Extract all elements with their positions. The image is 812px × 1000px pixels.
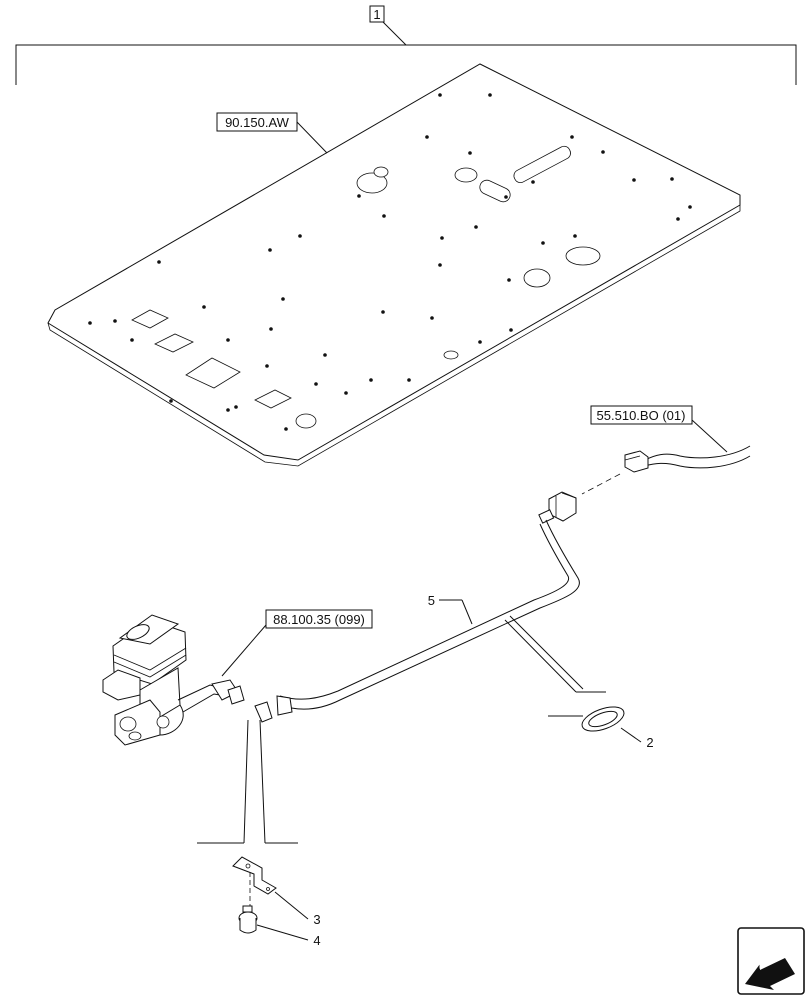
bracket: 3 bbox=[232, 856, 321, 927]
harness-ref-callout: 55.510.BO (01) bbox=[581, 405, 751, 495]
valve-ref-label: 88.100.35 (099) bbox=[273, 612, 365, 627]
item-4-label: 4 bbox=[313, 933, 320, 948]
floor-plate-ref-label: 90.150.AW bbox=[225, 115, 290, 130]
valve-ref-callout: 88.100.35 (099) bbox=[221, 609, 373, 677]
item-3-label: 3 bbox=[313, 912, 320, 927]
plate-holes bbox=[88, 93, 692, 431]
wiring-harness: 5 bbox=[276, 491, 606, 717]
screw: 4 bbox=[238, 905, 321, 948]
item-2-label: 2 bbox=[646, 735, 653, 750]
next-page-arrow-icon[interactable] bbox=[737, 927, 805, 995]
valve-assembly bbox=[102, 614, 245, 746]
floor-plate-callout: 90.150.AW bbox=[216, 112, 328, 154]
grommet: 2 bbox=[581, 706, 654, 750]
item-5-label: 5 bbox=[428, 593, 435, 608]
clip-leader bbox=[197, 701, 298, 844]
assembly-callout: 1 bbox=[373, 7, 380, 22]
harness-ref-label: 55.510.BO (01) bbox=[597, 408, 686, 423]
assembly-bracket: 1 bbox=[15, 5, 797, 85]
floor-plate bbox=[47, 63, 741, 467]
